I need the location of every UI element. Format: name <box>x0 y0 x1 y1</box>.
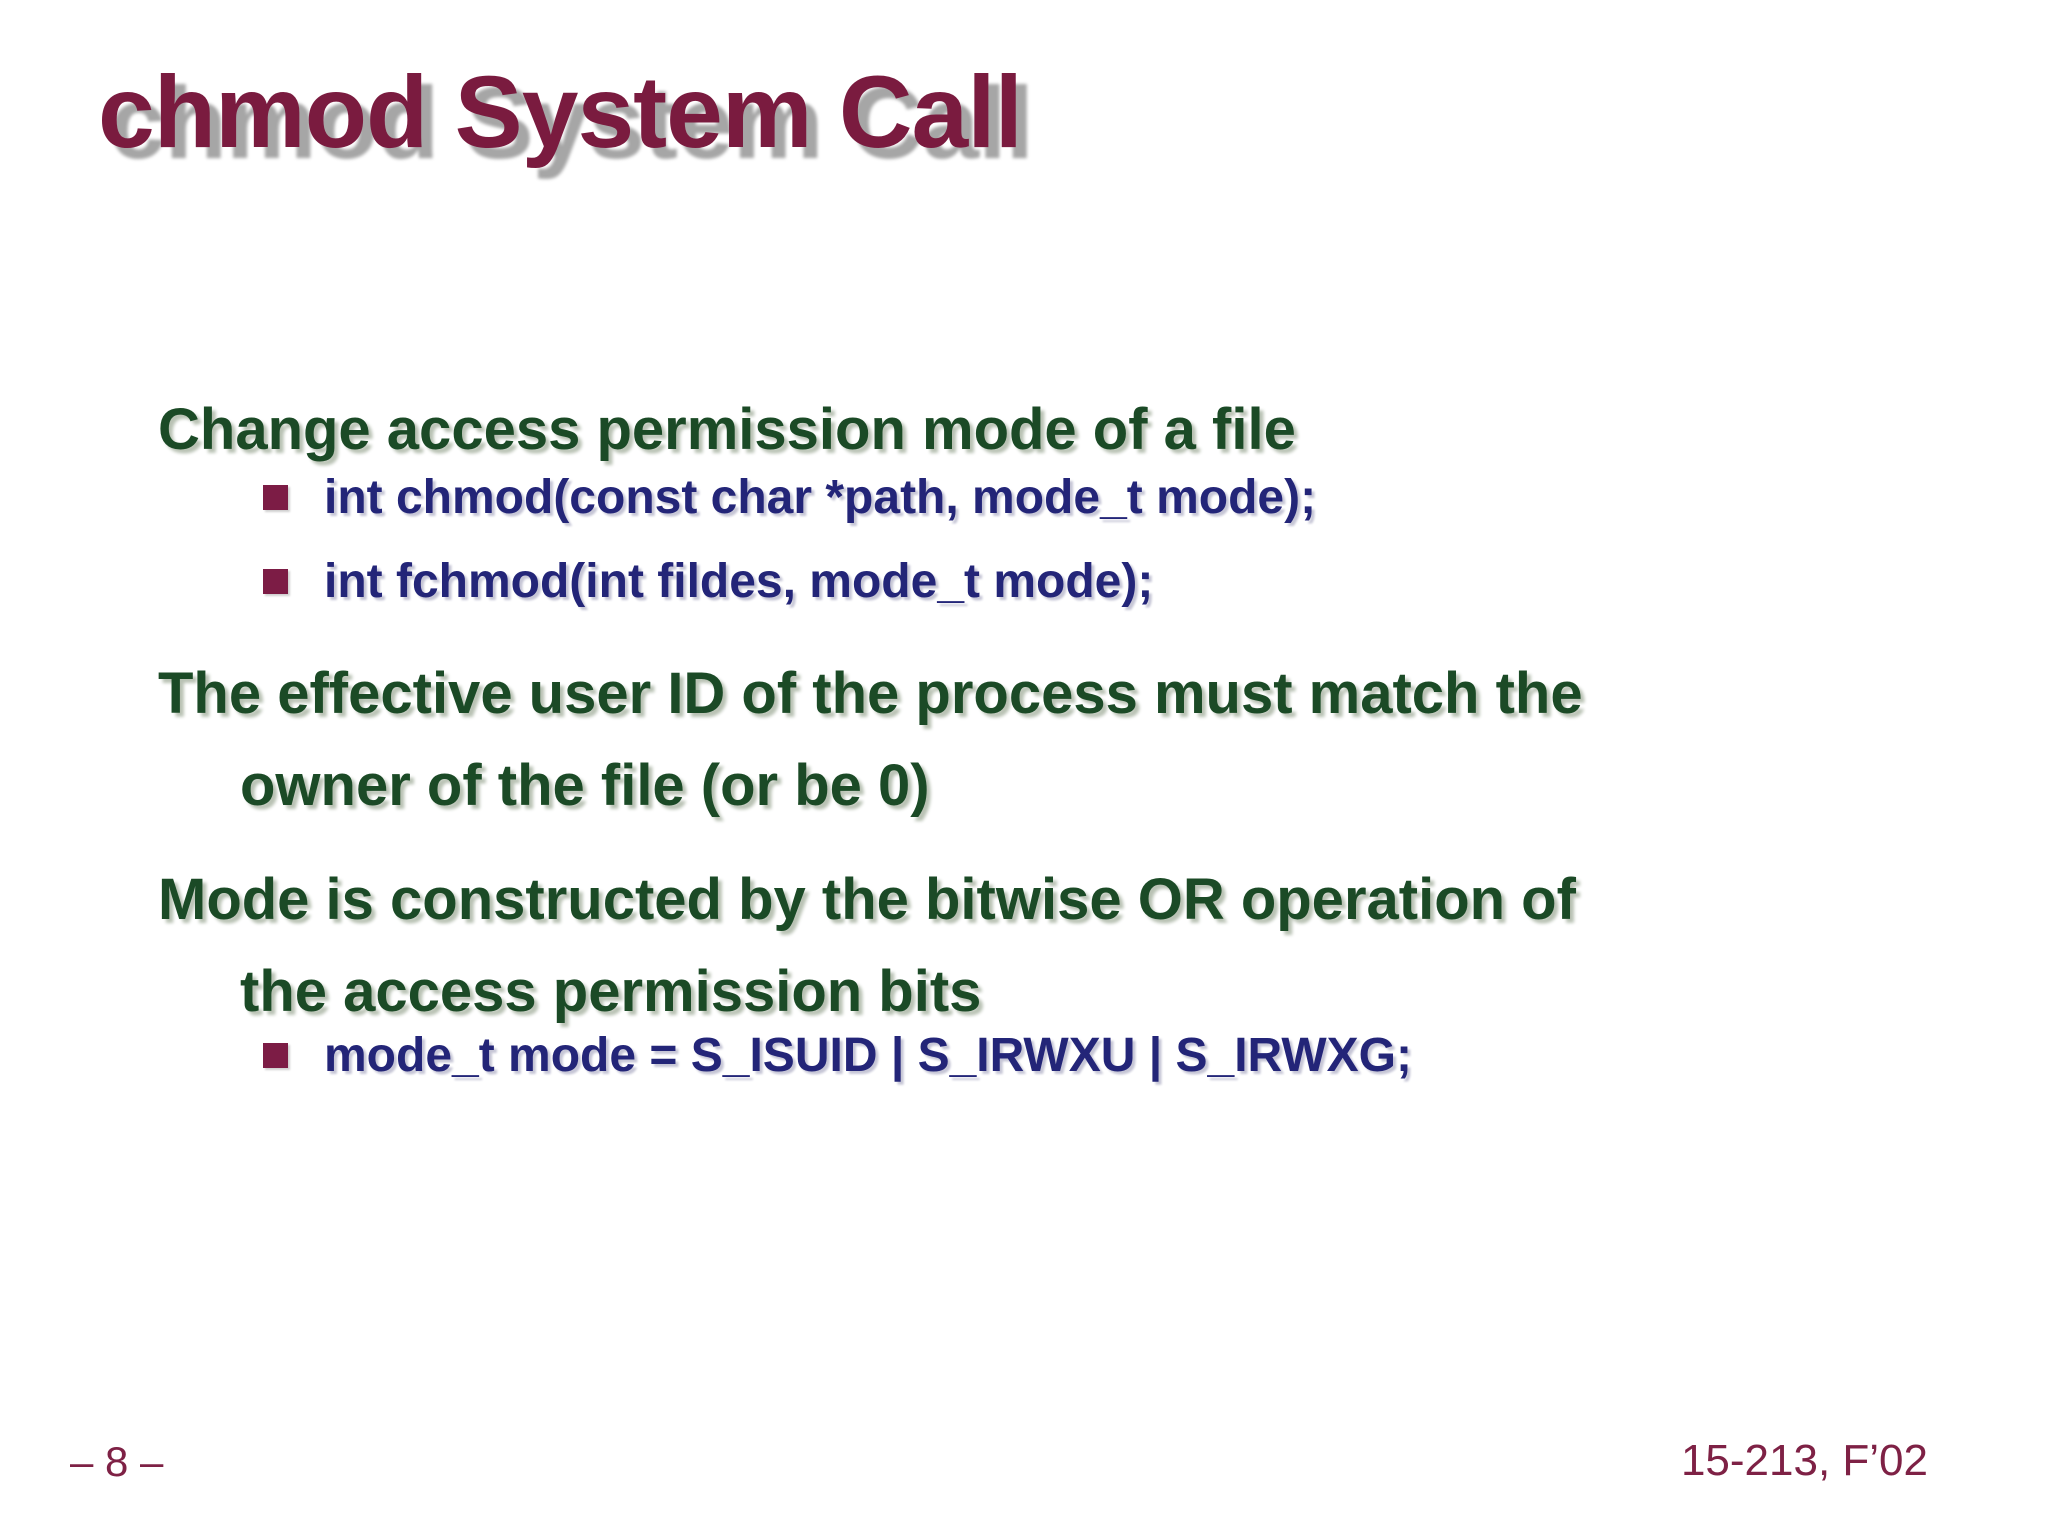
heading-change-access-mode: Change access permission mode of a file <box>158 384 1296 476</box>
heading-line: The effective user ID of the process mus… <box>158 661 1583 726</box>
heading-line-wrapped: the access permission bits <box>240 959 982 1024</box>
footer-page-number: – 8 – <box>70 1438 164 1485</box>
footer-course-label: 15-213, F’02 <box>1680 1436 1928 1485</box>
heading-line-wrapped: owner of the file (or be 0) <box>240 753 930 818</box>
code-mode-assignment: mode_t mode = S_ISUID | S_IRWXU | S_IRWX… <box>324 1029 1412 1082</box>
heading-line: Change access permission mode of a file <box>158 397 1296 462</box>
slide-title: chmod System Call <box>98 55 1023 169</box>
code-fchmod-prototype: int fchmod(int fildes, mode_t mode); <box>324 555 1154 608</box>
heading-line: Mode is constructed by the bitwise OR op… <box>158 867 1576 932</box>
bullet-square-icon <box>263 1043 288 1068</box>
bullet-item-chmod: int chmod(const char *path, mode_t mode)… <box>263 470 1316 525</box>
heading-mode-bitwise-or: Mode is constructed by the bitwise OR op… <box>158 854 1576 1038</box>
bullet-square-icon <box>263 485 288 510</box>
heading-effective-user-id: The effective user ID of the process mus… <box>158 648 1583 832</box>
bullet-square-icon <box>263 569 288 594</box>
bullet-item-mode-expression: mode_t mode = S_ISUID | S_IRWXU | S_IRWX… <box>263 1028 1412 1083</box>
bullet-item-fchmod: int fchmod(int fildes, mode_t mode); <box>263 554 1153 609</box>
code-chmod-prototype: int chmod(const char *path, mode_t mode)… <box>324 471 1317 524</box>
